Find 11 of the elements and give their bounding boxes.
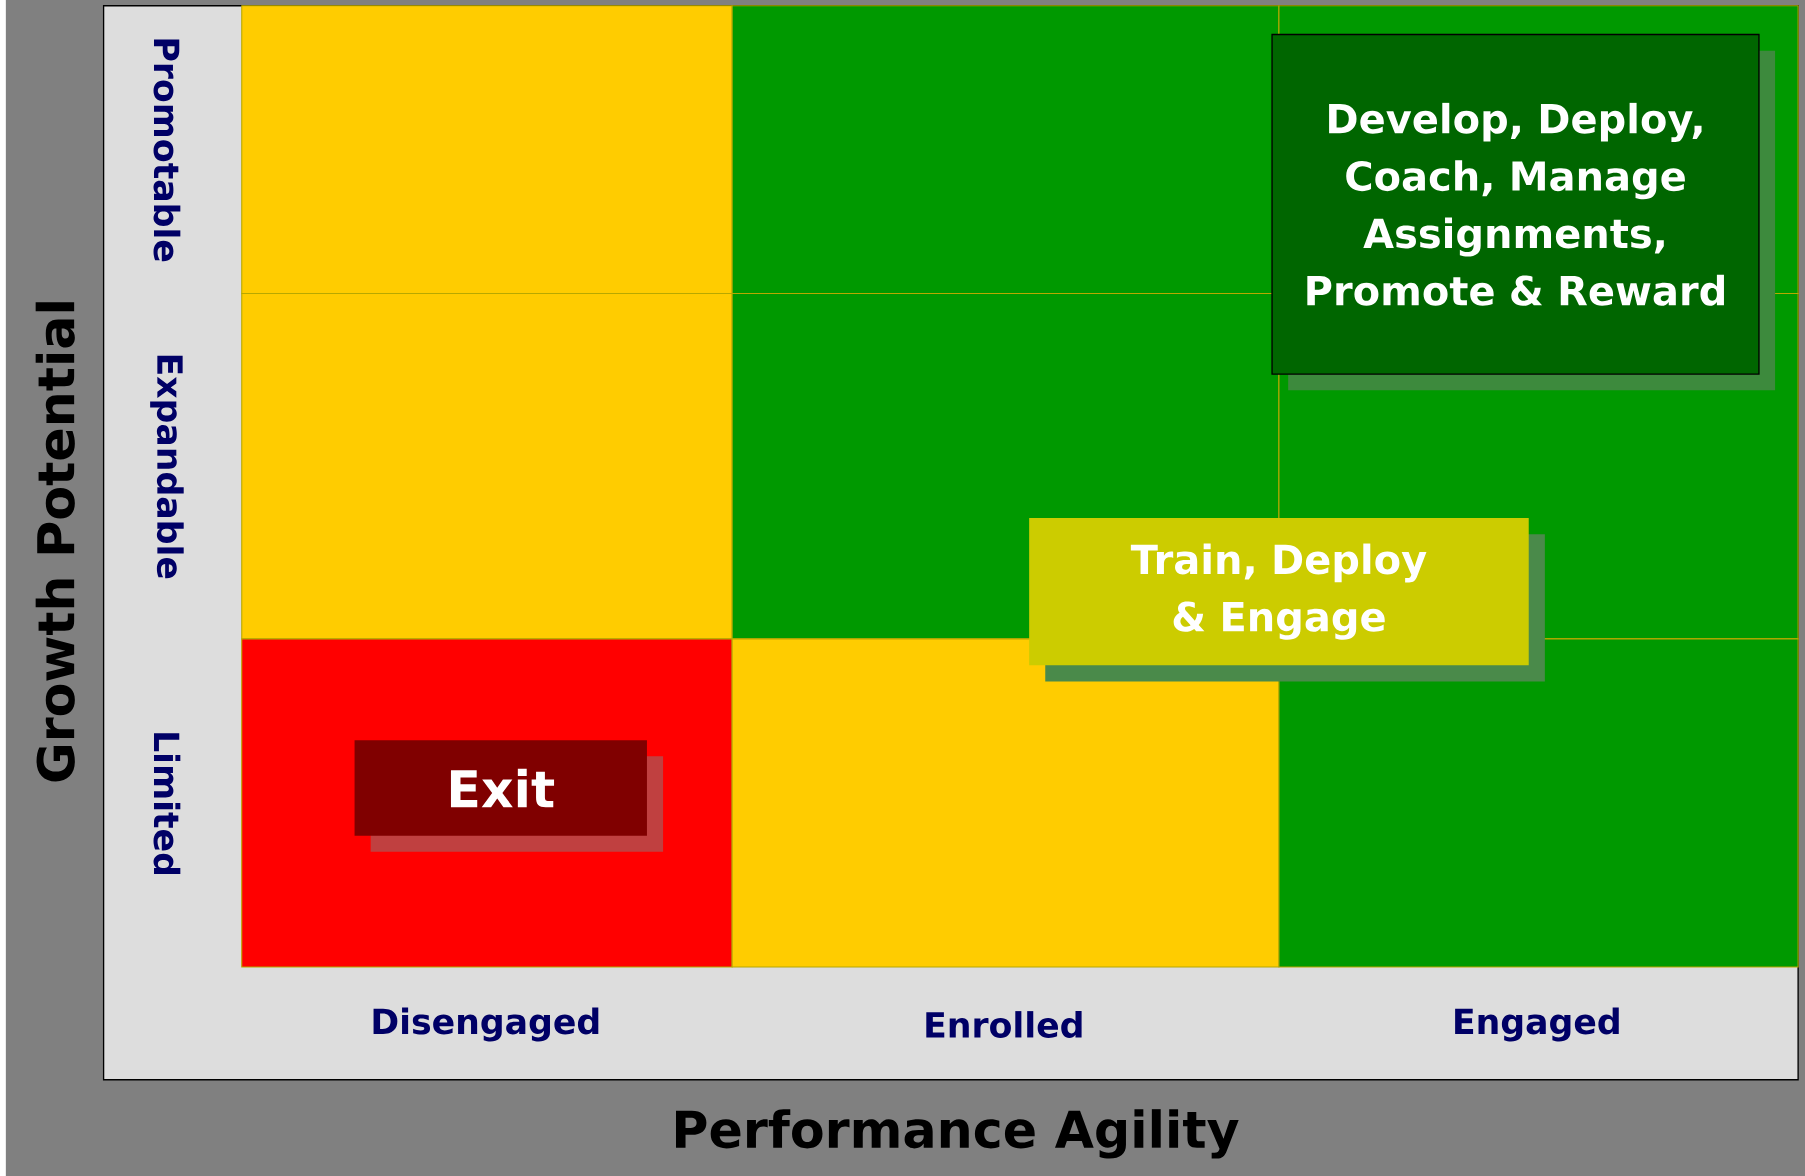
row-label: Limited: [153, 733, 181, 874]
column-label: Enrolled: [926, 1010, 1082, 1038]
axis-title: Growth Potential: [35, 302, 75, 782]
action-box: Develop, Deploy, Coach, Manage Assignments, Promote & Reward: [1271, 33, 1760, 375]
action-box: Train, Deploy & Engage: [1029, 517, 1529, 666]
column-label: Engaged: [1455, 1007, 1619, 1042]
row-label: Expandable: [150, 355, 184, 578]
axis-title: Performance Agility: [676, 1108, 1239, 1159]
row-label: Promotable: [153, 39, 181, 261]
column-label: Disengaged: [373, 1007, 599, 1042]
action-box: Exit: [354, 739, 647, 836]
